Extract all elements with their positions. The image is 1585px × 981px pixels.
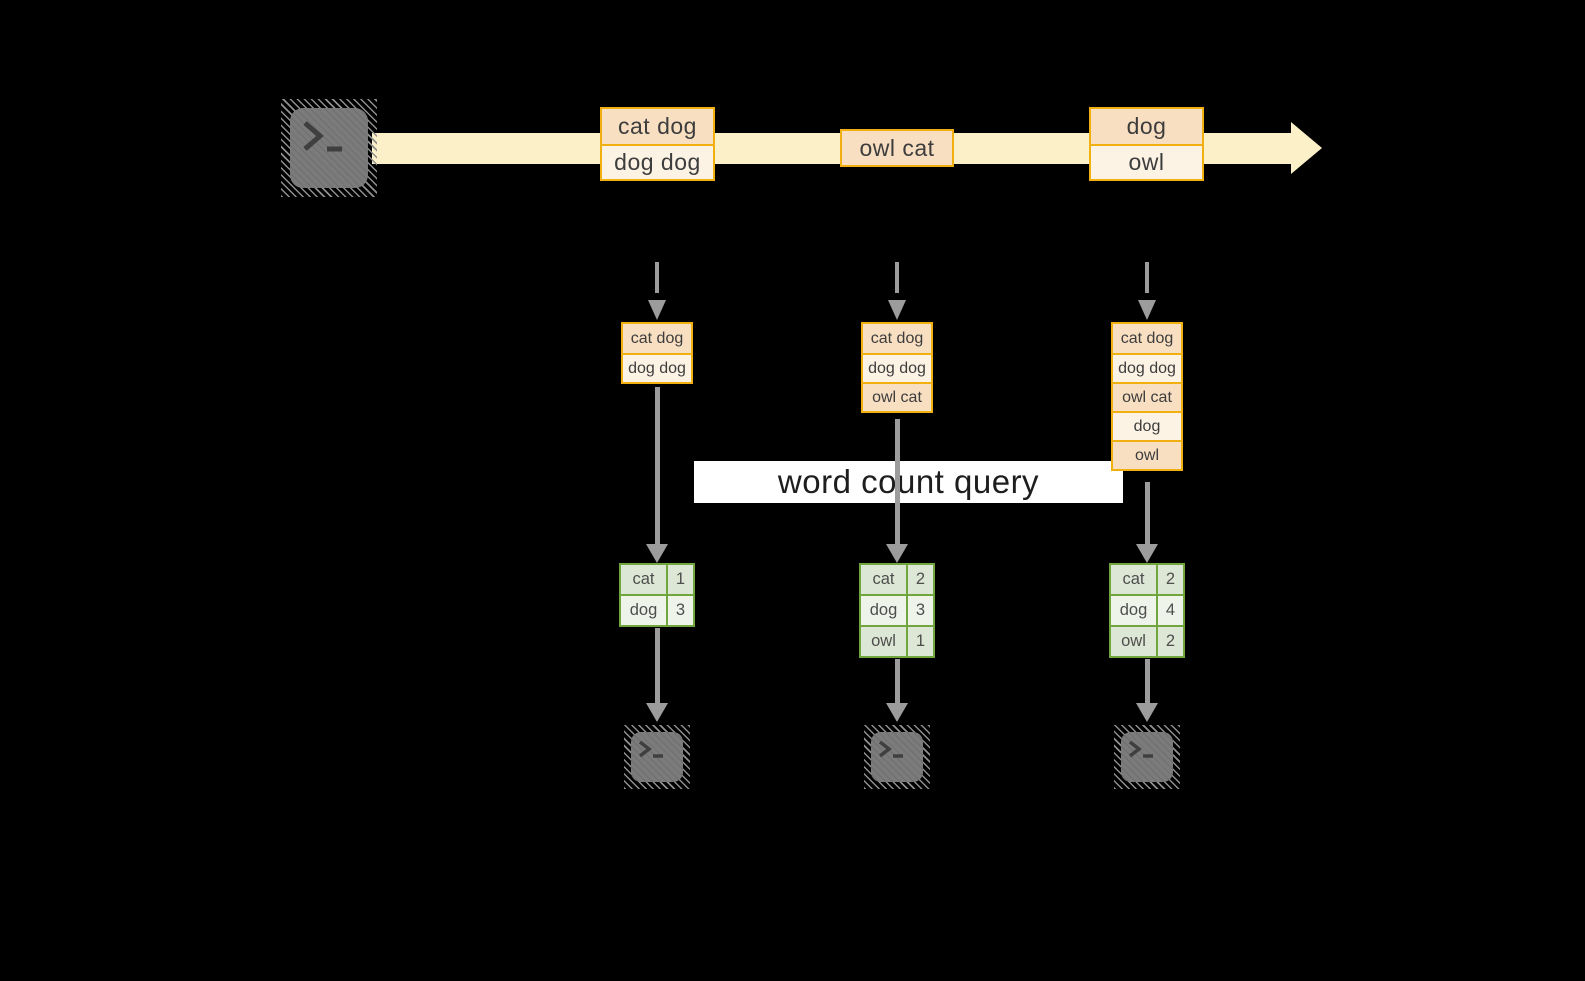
terminal-sink-icon (864, 725, 930, 789)
stream-record: owl (1091, 144, 1202, 179)
micro-batch-record: owl cat (1113, 382, 1181, 411)
stream-batch: owl cat (840, 129, 954, 167)
stream-batch: cat dog dog dog (600, 107, 715, 181)
prompt-icon (878, 740, 903, 758)
word-cell: dog (621, 596, 668, 625)
connector-arrowhead-icon (886, 544, 908, 563)
terminal-screen (871, 732, 923, 782)
word-cell: dog (1111, 596, 1158, 625)
prompt-icon (638, 740, 663, 758)
dashed-arrow (1145, 262, 1149, 293)
table-row: owl 1 (861, 625, 933, 656)
micro-batch-record: owl cat (863, 382, 931, 411)
dashed-arrowhead-icon (888, 300, 906, 320)
word-cell: owl (861, 627, 908, 656)
count-cell: 1 (908, 627, 933, 656)
connector-arrowhead-icon (646, 703, 668, 722)
table-row: dog 4 (1111, 594, 1183, 625)
micro-batch-stack: cat dog dog dog owl cat (861, 322, 933, 413)
prompt-icon (303, 121, 342, 152)
micro-batch-record: cat dog (1113, 324, 1181, 353)
stream-record: cat dog (602, 109, 713, 144)
stream-arrowhead-icon (1291, 122, 1322, 174)
stream-batch: dog owl (1089, 107, 1204, 181)
word-count-table: cat 2 dog 4 owl 2 (1109, 563, 1185, 658)
micro-batch-record: dog dog (623, 353, 691, 382)
terminal-screen (290, 108, 368, 188)
word-count-table: cat 2 dog 3 owl 1 (859, 563, 935, 658)
connector-arrowhead-icon (1136, 703, 1158, 722)
table-row: dog 3 (621, 594, 693, 625)
micro-batch-record: dog dog (1113, 353, 1181, 382)
dashed-arrowhead-icon (1138, 300, 1156, 320)
count-cell: 1 (668, 565, 693, 594)
stream-record: dog (1091, 109, 1202, 144)
count-cell: 2 (1158, 627, 1183, 656)
prompt-icon (1128, 740, 1153, 758)
micro-batch-stack: cat dog dog dog (621, 322, 693, 384)
connector-arrow (655, 387, 660, 545)
dashed-arrow (655, 262, 659, 293)
table-row: cat 2 (861, 565, 933, 594)
terminal-screen (631, 732, 683, 782)
count-cell: 3 (908, 596, 933, 625)
count-cell: 3 (668, 596, 693, 625)
count-cell: 2 (1158, 565, 1183, 594)
micro-batch-record: dog (1113, 411, 1181, 440)
word-count-table: cat 1 dog 3 (619, 563, 695, 627)
dashed-arrowhead-icon (648, 300, 666, 320)
stream-record: owl cat (842, 131, 952, 165)
micro-batch-record: cat dog (863, 324, 931, 353)
word-cell: cat (861, 565, 908, 594)
connector-arrow (1145, 659, 1150, 704)
connector-arrow (1145, 482, 1150, 545)
micro-batch-stack: cat dog dog dog owl cat dog owl (1111, 322, 1183, 471)
terminal-sink-icon (1114, 725, 1180, 789)
micro-batch-record: owl (1113, 440, 1181, 469)
terminal-screen (1121, 732, 1173, 782)
connector-arrow (895, 659, 900, 704)
word-cell: owl (1111, 627, 1158, 656)
connector-arrow (655, 628, 660, 704)
terminal-source-icon (281, 99, 377, 197)
table-row: cat 1 (621, 565, 693, 594)
table-row: cat 2 (1111, 565, 1183, 594)
word-cell: cat (621, 565, 668, 594)
table-row: owl 2 (1111, 625, 1183, 656)
stream-record: dog dog (602, 144, 713, 179)
connector-arrowhead-icon (1136, 544, 1158, 563)
connector-arrowhead-icon (886, 703, 908, 722)
count-cell: 4 (1158, 596, 1183, 625)
dashed-arrow (895, 262, 899, 293)
query-label: word count query (694, 461, 1123, 503)
terminal-sink-icon (624, 725, 690, 789)
connector-arrowhead-icon (646, 544, 668, 563)
table-row: dog 3 (861, 594, 933, 625)
micro-batch-record: cat dog (623, 324, 691, 353)
word-cell: dog (861, 596, 908, 625)
count-cell: 2 (908, 565, 933, 594)
word-cell: cat (1111, 565, 1158, 594)
micro-batch-record: dog dog (863, 353, 931, 382)
connector-arrow (895, 419, 900, 545)
